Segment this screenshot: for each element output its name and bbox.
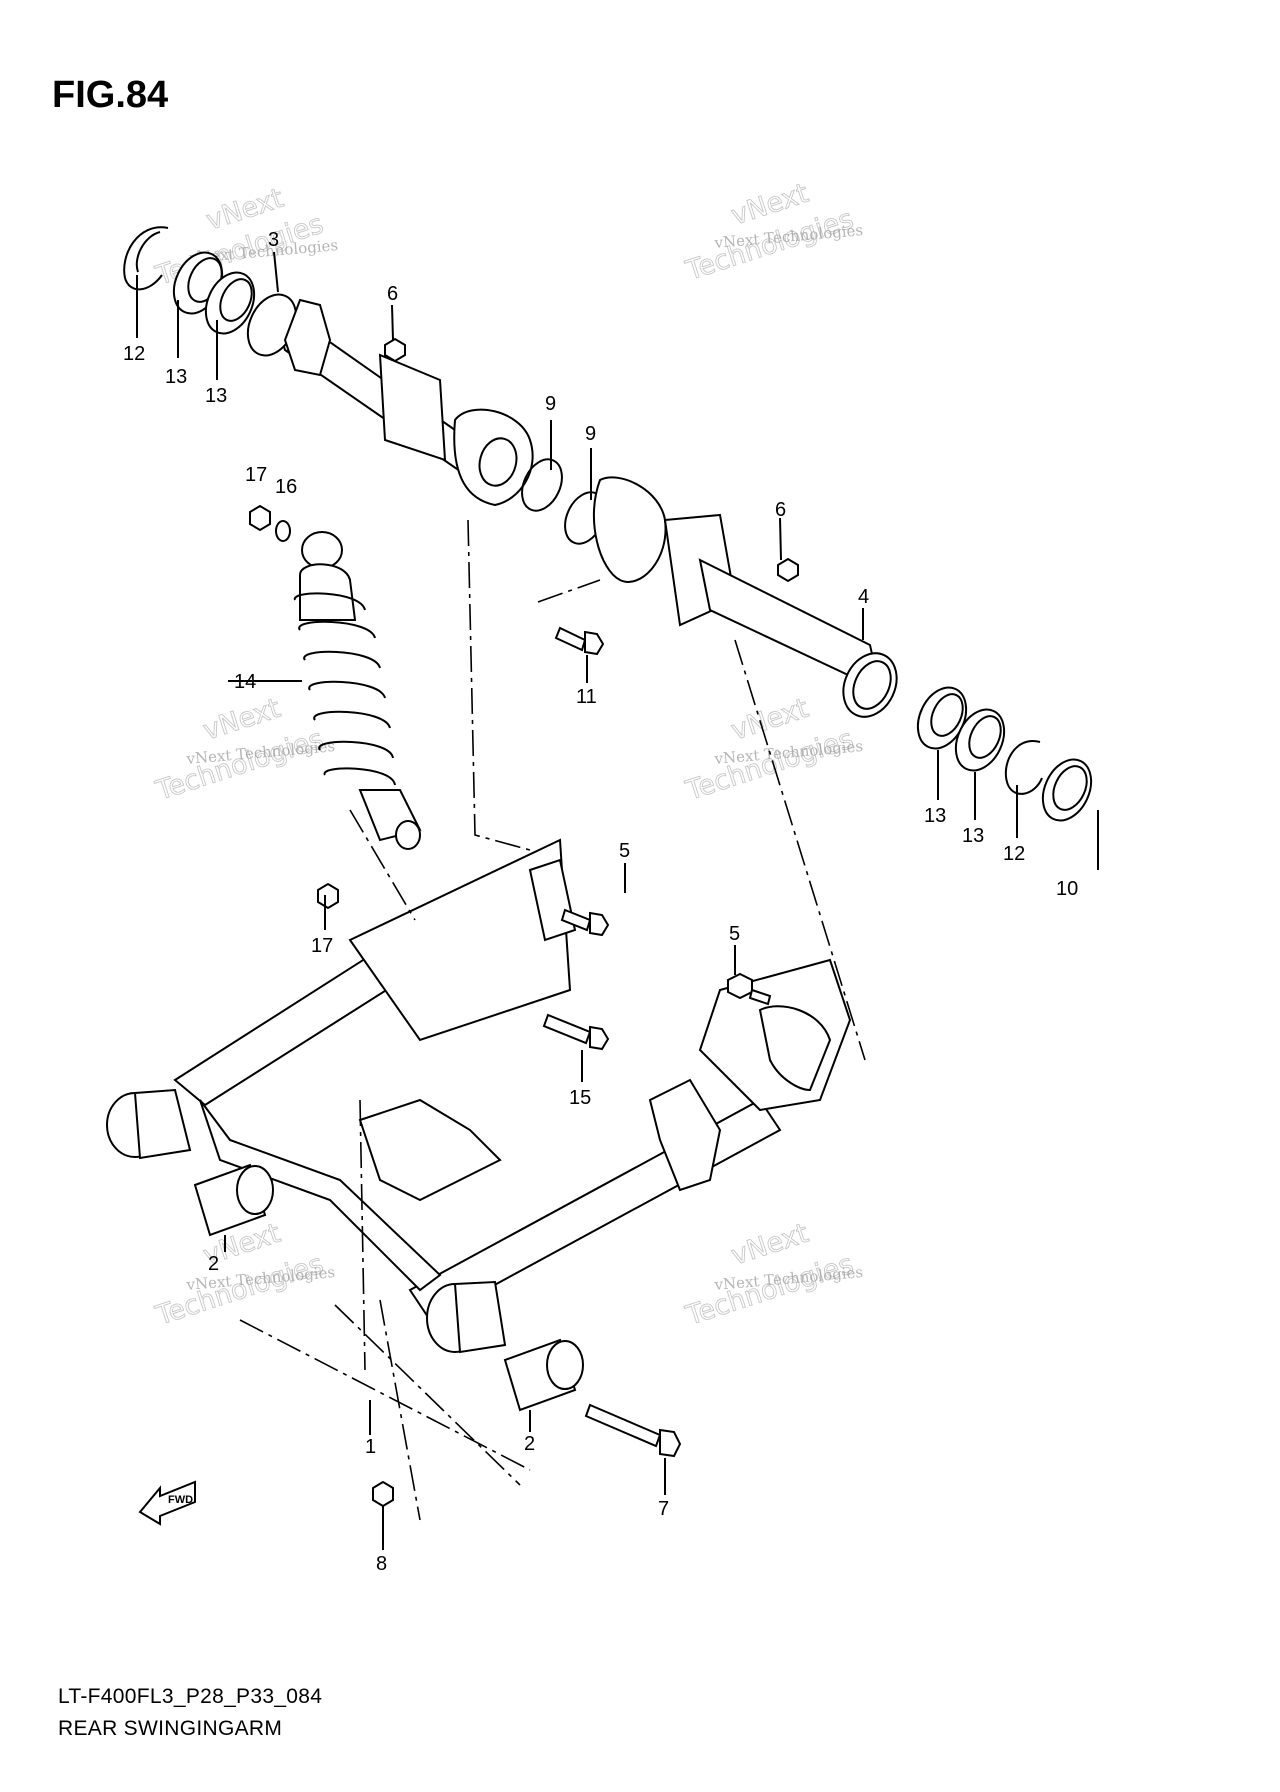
figure-title: FIG.84 xyxy=(52,74,169,116)
part-label-13: 13 xyxy=(962,825,984,847)
part-label-12: 12 xyxy=(123,343,145,365)
part-label-8: 8 xyxy=(376,1553,387,1575)
part-label-13: 13 xyxy=(205,385,227,407)
bolt-5-left xyxy=(560,908,610,937)
circlip-right xyxy=(1004,739,1043,795)
part-label-16: 16 xyxy=(275,476,297,498)
shock-absorber-14 xyxy=(228,531,422,850)
nut-17-mid xyxy=(317,882,339,910)
part-label-11: 11 xyxy=(576,686,597,708)
circlip-left xyxy=(123,226,169,291)
oring-9-left xyxy=(521,458,563,512)
part-label-17: 17 xyxy=(245,464,267,486)
part-label-15: 15 xyxy=(569,1087,591,1109)
leader-bolt-11 xyxy=(537,579,601,603)
bolt-5-right xyxy=(727,972,772,1006)
watermark-top-center: vNext Technologies vNext Technologies xyxy=(681,177,864,287)
bolt-15 xyxy=(542,1013,610,1051)
nut-6-right xyxy=(777,557,799,583)
part-label-4: 4 xyxy=(858,586,869,608)
bearing-right-2 xyxy=(954,708,1006,772)
svg-text:FWD: FWD xyxy=(168,1494,193,1506)
pivot-shaft-left xyxy=(246,293,534,507)
fwd-arrow: FWD xyxy=(138,1480,196,1526)
nut-6-top xyxy=(384,337,406,363)
reference-lines xyxy=(239,519,866,1521)
washer-16 xyxy=(275,520,291,542)
part-label-12: 12 xyxy=(1003,843,1025,865)
part-label-2: 2 xyxy=(208,1253,219,1275)
part-label-9: 9 xyxy=(545,393,556,415)
leader-lines xyxy=(136,251,1099,1550)
watermark-mid-center: vNext Technologies vNext Technologies xyxy=(681,692,864,807)
bushing-2-left xyxy=(193,1163,274,1237)
bolt-11 xyxy=(554,626,605,656)
part-label-5: 5 xyxy=(729,923,740,945)
bearing-right-1 xyxy=(916,686,968,750)
part-label-9: 9 xyxy=(585,423,596,445)
figure-name: REAR SWINGINGARM xyxy=(58,1717,283,1740)
part-label-7: 7 xyxy=(658,1498,669,1520)
part-label-6: 6 xyxy=(387,283,398,305)
part-label-2: 2 xyxy=(524,1433,535,1455)
part-label-14: 14 xyxy=(234,671,256,693)
pivot-shaft-right xyxy=(592,476,898,718)
nut-8 xyxy=(372,1480,394,1508)
part-label-13: 13 xyxy=(924,805,946,827)
part-label-3: 3 xyxy=(268,229,279,251)
nut-17-top xyxy=(249,504,271,532)
bushing-2-right xyxy=(503,1338,584,1412)
part-label-1: 1 xyxy=(365,1436,376,1458)
part-label-17: 17 xyxy=(311,935,333,957)
part-label-13: 13 xyxy=(165,366,187,388)
part-label-6: 6 xyxy=(775,499,786,521)
part-label-10: 10 xyxy=(1056,878,1078,900)
part-labels: 1 2 2 3 4 5 5 6 6 7 8 9 9 10 11 12 12 13… xyxy=(123,229,1078,1575)
bolt-7 xyxy=(584,1403,682,1458)
swingarm-1 xyxy=(106,838,852,1354)
watermark-low-center: vNext Technologies vNext Technologies xyxy=(681,1217,864,1332)
watermark-mid-left: vNext Technologies vNext Technologies xyxy=(151,692,336,807)
watermark-low-left: vNext Technologies vNext Technologies xyxy=(151,1217,336,1332)
part-label-5: 5 xyxy=(619,840,630,862)
figure-code: LT-F400FL3_P28_P33_084 xyxy=(58,1685,323,1708)
seal-10 xyxy=(1041,758,1093,822)
